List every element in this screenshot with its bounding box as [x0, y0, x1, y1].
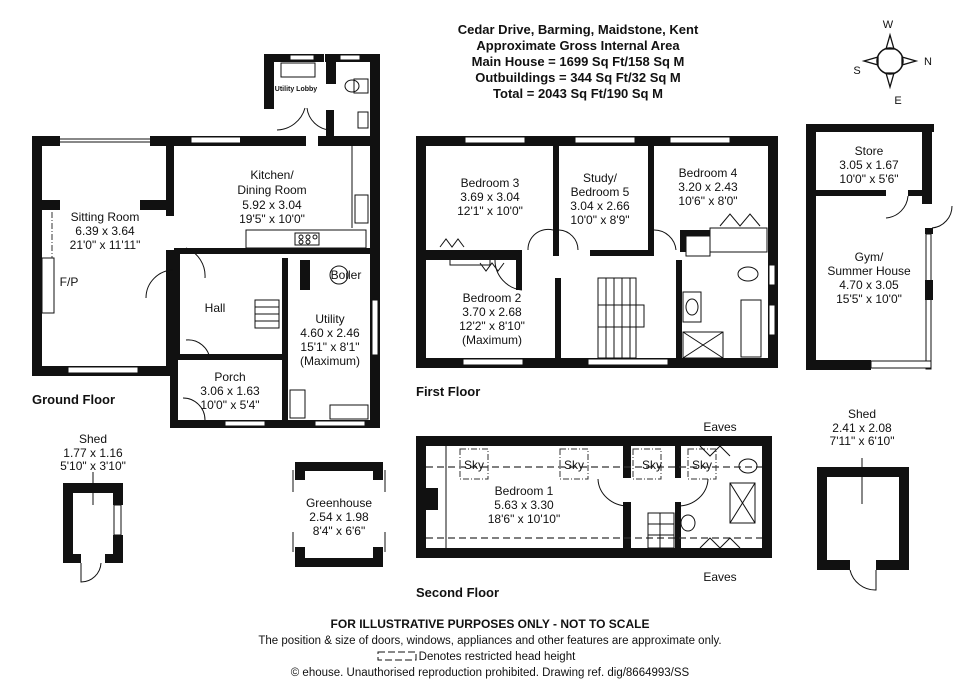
greenhouse-name: Greenhouse — [306, 496, 372, 510]
bedroom4-metric: 3.20 x 2.43 — [678, 180, 738, 194]
outbuildings-area: Outbuildings = 344 Sq Ft/32 Sq M — [475, 70, 681, 85]
study-name-1: Study/ — [583, 171, 618, 185]
store-name: Store — [855, 144, 884, 158]
gym-metric: 4.70 x 3.05 — [839, 278, 899, 292]
kitchen-imperial: 19'5" x 10'0" — [239, 212, 305, 226]
bedroom3-imperial: 12'1" x 10'0" — [457, 204, 523, 218]
footer: FOR ILLUSTRATIVE PURPOSES ONLY - NOT TO … — [258, 617, 721, 679]
boiler-label: Boiler — [331, 268, 362, 282]
study-name-2: Bedroom 5 — [571, 185, 630, 199]
kitchen-name-2: Dining Room — [237, 183, 306, 197]
bedroom2-imperial: 12'2" x 8'10" — [459, 319, 525, 333]
sitting-room-metric: 6.39 x 3.64 — [75, 224, 135, 238]
shed-large-imperial: 7'11" x 6'10" — [830, 434, 895, 448]
bedroom4-imperial: 10'6" x 8'0" — [678, 194, 737, 208]
legend-text: Denotes restricted head height — [419, 651, 576, 663]
compass-west: W — [883, 19, 894, 31]
study-imperial: 10'0" x 8'9" — [570, 213, 629, 227]
small-shed: Shed 1.77 x 1.16 5'10" x 3'10" — [60, 432, 126, 583]
skylight-4: Sky — [692, 458, 712, 472]
bedroom1-imperial: 18'6" x 10'10" — [488, 512, 561, 526]
compass-south: S — [853, 65, 860, 77]
utility-note: (Maximum) — [300, 354, 360, 368]
hall-label: Hall — [205, 301, 226, 315]
total-area: Total = 2043 Sq Ft/190 Sq M — [493, 86, 663, 101]
first-floor-plan: Bedroom 3 3.69 x 3.04 12'1" x 10'0" Stud… — [416, 136, 778, 399]
area-summary: Cedar Drive, Barming, Maidstone, Kent Ap… — [458, 22, 699, 101]
store-gym-outbuilding: Store 3.05 x 1.67 10'0" x 5'6" Gym/ Summ… — [806, 124, 953, 370]
address-title: Cedar Drive, Barming, Maidstone, Kent — [458, 22, 699, 37]
bedroom1-metric: 5.63 x 3.30 — [494, 498, 554, 512]
compass-east: E — [894, 95, 901, 107]
shed-large-metric: 2.41 x 2.08 — [832, 421, 892, 435]
compass-icon: W N E S — [853, 19, 932, 107]
skylight-1: Sky — [464, 458, 484, 472]
utility-imperial: 15'1" x 8'1" — [300, 340, 359, 354]
utility-metric: 4.60 x 2.46 — [300, 326, 360, 340]
greenhouse-metric: 2.54 x 1.98 — [309, 510, 369, 524]
disclaimer: FOR ILLUSTRATIVE PURPOSES ONLY - NOT TO … — [331, 617, 650, 631]
second-floor-label: Second Floor — [416, 585, 499, 600]
utility-lobby-label: Utility Lobby — [275, 86, 317, 93]
copyright: © ehouse. Unauthorised reproduction proh… — [291, 667, 690, 679]
shed-small-metric: 1.77 x 1.16 — [63, 446, 123, 460]
eaves-bottom-label: Eaves — [703, 570, 736, 584]
sitting-room-imperial: 21'0" x 11'11" — [70, 238, 141, 252]
first-floor-label: First Floor — [416, 384, 480, 399]
bedroom4-name: Bedroom 4 — [679, 166, 738, 180]
utility-name: Utility — [315, 312, 344, 326]
sitting-room-name: Sitting Room — [71, 210, 140, 224]
bedroom3-metric: 3.69 x 3.04 — [460, 190, 520, 204]
porch-metric: 3.06 x 1.63 — [200, 384, 260, 398]
kitchen-name-1: Kitchen/ — [250, 168, 294, 182]
ground-floor-plan: Utility Lobby Boiler Sitting Room 6.39 x… — [32, 54, 380, 428]
skylight-2: Sky — [564, 458, 584, 472]
shed-small-name: Shed — [79, 432, 107, 446]
eaves-top-label: Eaves — [703, 420, 736, 434]
ground-floor-label: Ground Floor — [32, 392, 115, 407]
restricted-head-height-legend-icon — [377, 651, 417, 661]
skylight-3: Sky — [642, 458, 662, 472]
porch-imperial: 10'0" x 5'4" — [200, 398, 259, 412]
approximate-note: The position & size of doors, windows, a… — [258, 635, 721, 647]
bedroom1-name: Bedroom 1 — [495, 484, 554, 498]
study-metric: 3.04 x 2.66 — [570, 199, 630, 213]
bedroom3-name: Bedroom 3 — [461, 176, 520, 190]
shed-small-imperial: 5'10" x 3'10" — [60, 459, 126, 473]
porch-name: Porch — [214, 370, 245, 384]
gym-name-2: Summer House — [827, 264, 911, 278]
bedroom2-metric: 3.70 x 2.68 — [462, 305, 522, 319]
area-subtitle: Approximate Gross Internal Area — [476, 38, 680, 53]
store-metric: 3.05 x 1.67 — [839, 158, 899, 172]
greenhouse: Greenhouse 2.54 x 1.98 8'4" x 6'6" — [292, 462, 386, 567]
bedroom2-name: Bedroom 2 — [463, 291, 522, 305]
bedroom2-note: (Maximum) — [462, 333, 522, 347]
greenhouse-imperial: 8'4" x 6'6" — [313, 524, 365, 538]
kitchen-metric: 5.92 x 3.04 — [242, 198, 302, 212]
main-house-area: Main House = 1699 Sq Ft/158 Sq M — [472, 54, 685, 69]
gym-imperial: 15'5" x 10'0" — [836, 292, 902, 306]
fireplace-label: F/P — [60, 275, 79, 289]
compass-north: N — [924, 56, 932, 68]
large-shed: Shed 2.41 x 2.08 7'11" x 6'10" — [817, 407, 909, 591]
second-floor-plan: Sky Sky Sky Sky Bedroom 1 5.63 x 3.30 18… — [416, 420, 772, 600]
gym-name-1: Gym/ — [855, 250, 884, 264]
shed-large-name: Shed — [848, 407, 876, 421]
store-imperial: 10'0" x 5'6" — [839, 172, 898, 186]
